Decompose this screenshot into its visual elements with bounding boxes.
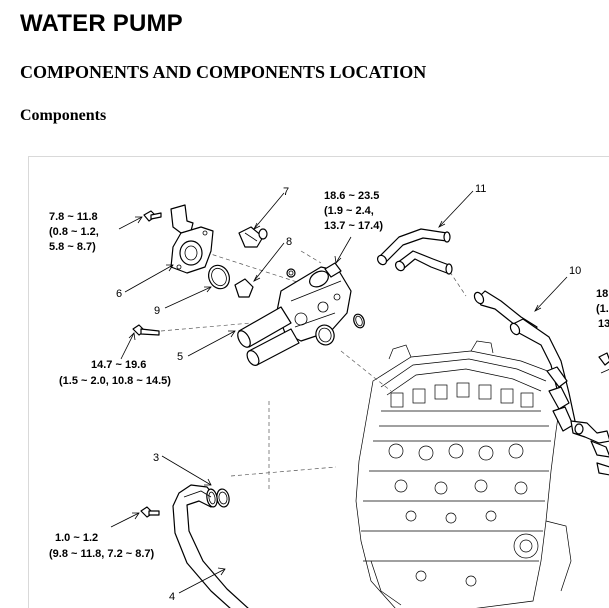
callout-10: 10 <box>569 265 581 277</box>
oring-right-pair <box>315 313 365 346</box>
callout-9: 9 <box>154 305 160 317</box>
part-11-pipe <box>376 228 453 275</box>
torque-spec-1: 7.8 ~ 11.8 (0.8 ~ 1.2, 5.8 ~ 8.7) <box>49 211 99 253</box>
callout-7: 7 <box>283 186 289 198</box>
bolt-upper-left <box>143 210 162 222</box>
torque-2-line-1: 18.6 ~ 23.5 <box>324 190 379 202</box>
engine-block <box>355 340 572 608</box>
torque-2-line-2: (1.9 ~ 2.4, <box>324 205 374 217</box>
torque-4-line-1: 1.0 ~ 1.2 <box>55 532 98 544</box>
leader-lines <box>110 190 609 594</box>
callout-labels: 11 10 7 8 9 6 5 3 4 <box>116 183 581 603</box>
callout-6: 6 <box>116 288 122 300</box>
callout-4: 4 <box>169 591 175 603</box>
torque-3-line-2: (1.5 ~ 2.0, 10.8 ~ 14.5) <box>59 375 171 387</box>
torque-1-line-2: (0.8 ~ 1.2, <box>49 226 99 238</box>
callout-5: 5 <box>177 351 183 363</box>
torque-1-line-1: 7.8 ~ 11.8 <box>49 211 98 223</box>
torque-spec-2: 18.6 ~ 23.5 (1.9 ~ 2.4, 13.7 ~ 17.4) <box>324 190 383 232</box>
torque-5-line-1: 18. <box>596 288 609 300</box>
part-8-plug <box>234 268 296 298</box>
torque-spec-3: 14.7 ~ 19.6 (1.5 ~ 2.0, 10.8 ~ 14.5) <box>59 359 171 387</box>
callout-3: 3 <box>153 452 159 464</box>
section-heading: COMPONENTS AND COMPONENTS LOCATION <box>20 62 427 82</box>
subsection-heading: Components <box>20 107 107 124</box>
part-7-sensor <box>238 226 268 248</box>
part-3-oring <box>216 488 230 508</box>
part-10-pipe <box>473 290 609 476</box>
callout-11: 11 <box>475 183 486 195</box>
page-title: WATER PUMP <box>20 10 183 37</box>
torque-spec-4: 1.0 ~ 1.2 (9.8 ~ 11.8, 7.2 ~ 8.7) <box>49 532 155 560</box>
torque-5-line-2: (1.9 <box>596 303 609 315</box>
torque-4-line-2: (9.8 ~ 11.8, 7.2 ~ 8.7) <box>49 548 155 560</box>
diagram-canvas: 11 10 7 8 9 6 5 3 4 7.8 ~ 11.8 (0.8 ~ 1.… <box>49 183 609 608</box>
torque-2-line-3: 13.7 ~ 17.4) <box>324 220 383 232</box>
part-5-inlet-fitting <box>237 262 352 366</box>
part-4-pipe <box>172 484 249 608</box>
torque-spec-5-partial: 18. (1.9 13 <box>596 288 609 330</box>
components-diagram: 11 10 7 8 9 6 5 3 4 7.8 ~ 11.8 (0.8 ~ 1.… <box>28 156 609 608</box>
part-9-oring <box>208 264 230 290</box>
torque-1-line-3: 5.8 ~ 8.7) <box>49 241 96 253</box>
bolt-lower <box>140 506 160 518</box>
part-6-housing <box>170 204 214 274</box>
callout-8: 8 <box>286 236 292 248</box>
torque-5-line-3: 13 <box>598 318 609 330</box>
bolt-lower-left <box>132 324 160 336</box>
torque-3-line-1: 14.7 ~ 19.6 <box>91 359 146 371</box>
